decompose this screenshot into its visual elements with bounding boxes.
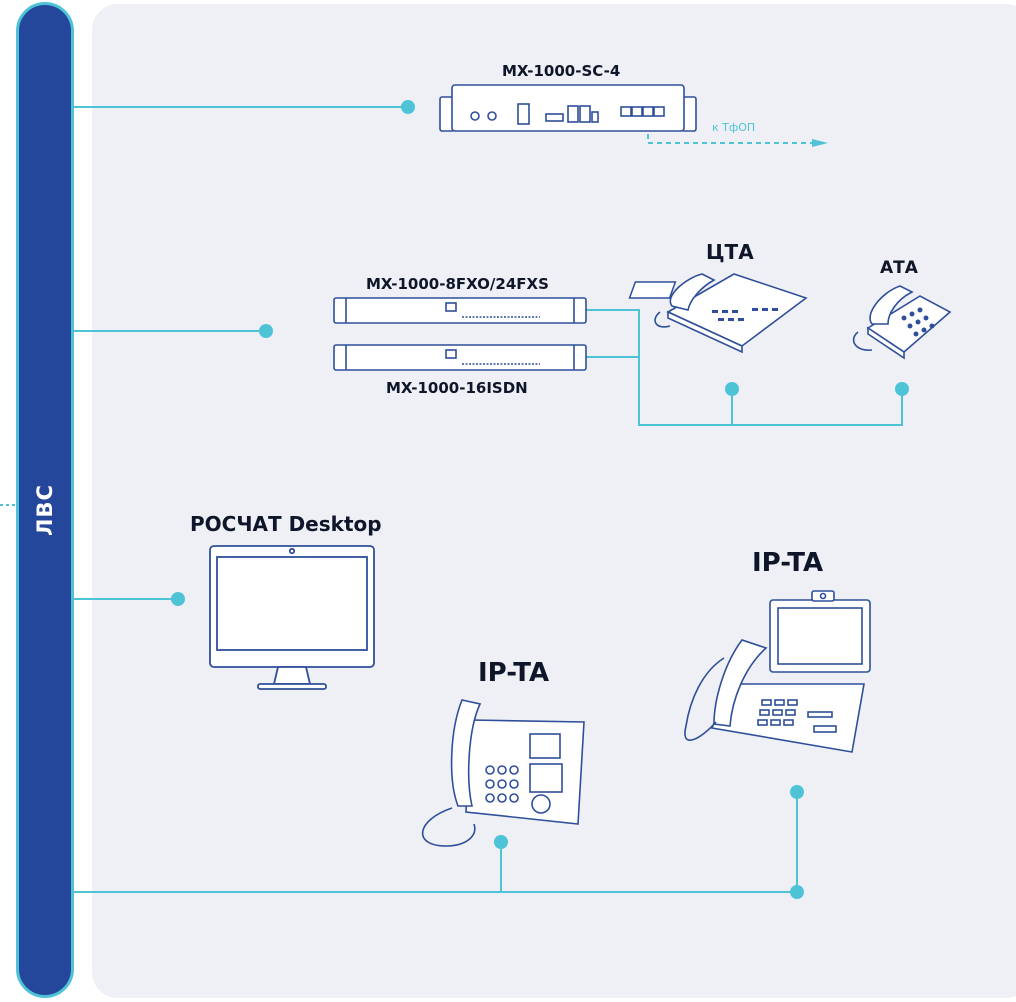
ata-phone-icon <box>852 285 952 360</box>
node-dot-ata <box>895 382 909 396</box>
isdn-label: MX-1000-16ISDN <box>386 379 528 397</box>
node-dot-ipta-left <box>494 835 508 849</box>
desktop-label: РОСЧАТ Desktop <box>190 512 382 536</box>
pstn-arrow <box>812 139 828 147</box>
node-dot-sc4 <box>401 100 415 114</box>
cta-label: ЦТА <box>706 240 754 264</box>
ipta-right-phone-icon <box>684 590 871 753</box>
ipta-left-phone-icon <box>421 699 585 847</box>
sc4-label: MX-1000-SC-4 <box>502 62 621 80</box>
diagram-background <box>92 4 1016 998</box>
link-fxo-bus <box>586 309 903 426</box>
external-link-stub <box>0 504 16 506</box>
sc4-device-icon <box>439 84 697 132</box>
node-dot-ipta-right <box>790 785 804 799</box>
node-dot-gateways <box>259 324 273 338</box>
lan-bus-label: ЛВС <box>33 484 57 536</box>
node-dot-bus-junction <box>790 885 804 899</box>
fxo-label: MX-1000-8FXO/24FXS <box>366 275 549 293</box>
ipta-left-label: IP-TA <box>478 658 550 688</box>
desktop-monitor-icon <box>209 545 375 690</box>
ata-label: АТА <box>880 258 918 278</box>
node-dot-cta <box>725 382 739 396</box>
fxo-device-icon <box>333 297 587 324</box>
pstn-label: к ТфОП <box>712 121 756 134</box>
cta-phone-icon <box>628 273 808 354</box>
ipta-right-label: IP-TA <box>752 548 824 578</box>
isdn-device-icon <box>333 344 587 371</box>
node-dot-desktop <box>171 592 185 606</box>
lan-bus <box>16 2 74 998</box>
